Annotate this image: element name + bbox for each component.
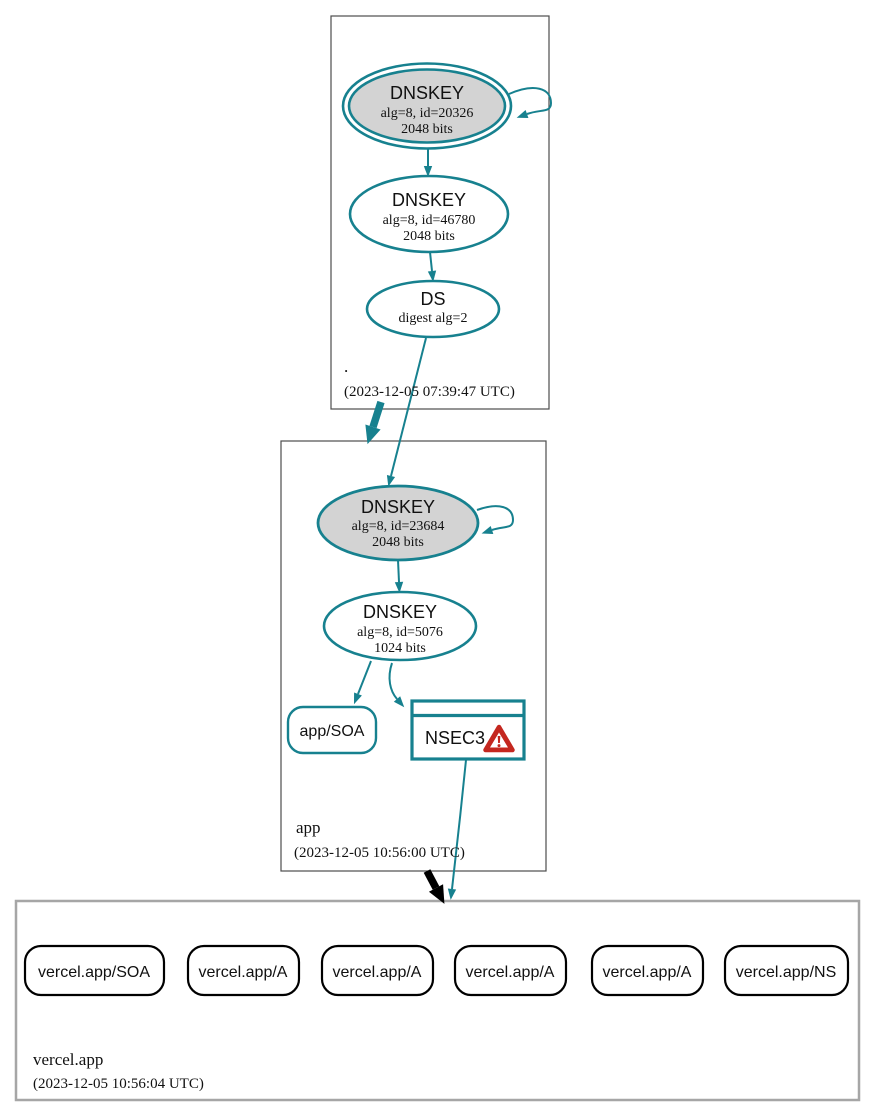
vercel-a4-label: vercel.app/A [603,964,692,981]
edge-app-zsk-to-nsec3 [388,662,405,708]
root-ksk-node[interactable]: DNSKEY alg=8, id=20326 2048 bits [341,62,513,150]
root-zsk-node[interactable]: DNSKEY alg=8, id=46780 2048 bits [348,174,510,254]
edge-root-to-app-delegation [365,400,385,445]
app-zsk-size: 1024 bits [374,641,426,656]
vercel-a1-node[interactable]: vercel.app/A [186,944,301,997]
root-zsk-title: DNSKEY [392,190,466,210]
root-zsk-size: 2048 bits [403,229,455,244]
edge-app-ksk-to-zsk [394,559,404,593]
zone-timestamp-app: (2023-12-05 10:56:00 UTC) [294,845,465,861]
app-ksk-detail: alg=8, id=23684 [352,519,445,534]
vercel-ns-label: vercel.app/NS [736,964,837,981]
app-zsk-node[interactable]: DNSKEY alg=8, id=5076 1024 bits [322,590,478,662]
edge-app-zsk-to-soa [353,660,372,705]
root-ksk-detail: alg=8, id=20326 [381,106,474,121]
root-ds-node[interactable]: DS digest alg=2 [365,279,501,339]
app-ksk-title: DNSKEY [361,497,435,517]
vercel-a1-label: vercel.app/A [199,964,288,981]
zone-label-vercel-app: vercel.app [33,1050,103,1069]
vercel-ns-node[interactable]: vercel.app/NS [723,944,850,997]
warning-icon[interactable] [483,724,515,753]
app-nsec3-node[interactable]: NSEC3 [410,699,526,761]
edge-app-to-vercel-delegation [423,869,445,904]
app-zsk-title: DNSKEY [363,602,437,622]
zone-label-app: app [296,818,321,837]
edge-root-zsk-to-ds [427,251,437,282]
root-zsk-detail: alg=8, id=46780 [383,213,476,228]
app-ksk-node[interactable]: DNSKEY alg=8, id=23684 2048 bits [316,484,480,562]
zone-box-vercel-app [14,899,861,1102]
edge-ds-to-app-ksk [386,337,427,487]
root-ksk-size: 2048 bits [401,122,453,137]
edge-app-ksk-selfsign [476,505,515,534]
zone-timestamp-root: (2023-12-05 07:39:47 UTC) [344,384,515,400]
root-ksk-title: DNSKEY [390,83,464,103]
vercel-soa-label: vercel.app/SOA [38,964,150,981]
zone-label-root: . [344,357,348,376]
vercel-a3-node[interactable]: vercel.app/A [453,944,568,997]
app-zsk-detail: alg=8, id=5076 [357,625,443,640]
vercel-a4-node[interactable]: vercel.app/A [590,944,705,997]
vercel-a3-label: vercel.app/A [466,964,555,981]
vercel-soa-node[interactable]: vercel.app/SOA [23,944,166,997]
vercel-a2-node[interactable]: vercel.app/A [320,944,435,997]
vercel-a2-label: vercel.app/A [333,964,422,981]
nsec3-label: NSEC3 [425,728,485,748]
root-ds-title: DS [420,289,445,309]
app-soa-label: app/SOA [300,723,365,740]
app-soa-node[interactable]: app/SOA [286,705,378,755]
edge-nsec3-to-vercel [447,759,467,900]
app-ksk-size: 2048 bits [372,535,424,550]
root-ds-detail: digest alg=2 [399,311,468,326]
zone-timestamp-vercel-app: (2023-12-05 10:56:04 UTC) [33,1076,204,1092]
edge-root-ksk-selfsign [508,87,553,118]
